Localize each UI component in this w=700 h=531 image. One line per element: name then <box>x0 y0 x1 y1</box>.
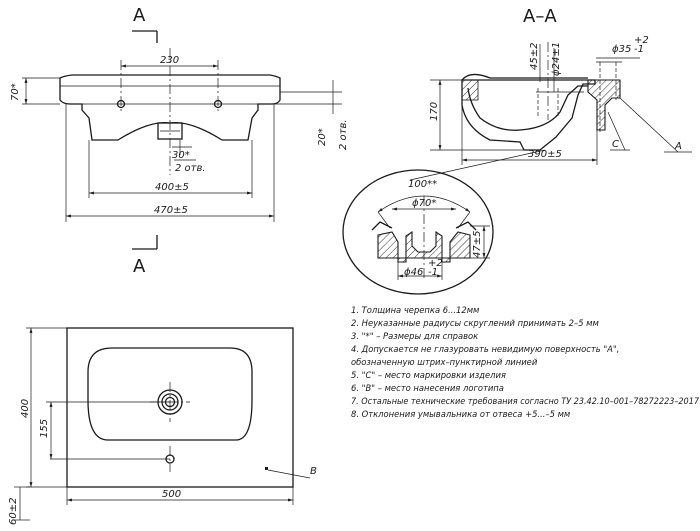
dim-46-tol-up: +2 <box>428 258 443 269</box>
dim-2otv-side: 2 отв. <box>338 119 349 150</box>
dim-470-5: 470±5 <box>154 205 188 216</box>
dim-45-2: 45±2 <box>529 43 540 70</box>
section-basin-profile <box>461 79 596 151</box>
section-mark-bottom: A <box>133 256 146 277</box>
note-line: 2. Неуказанные радиусы скруглений приним… <box>351 318 599 328</box>
section-view: A–A 45±2 ϕ24±1 ϕ35 +2 -1 170 <box>409 6 692 181</box>
dim-170: 170 <box>429 102 440 121</box>
dim-400-plan: 400 <box>20 399 31 418</box>
section-mark-top: A <box>133 5 146 26</box>
plan-bowl <box>87 347 253 441</box>
mark-c: C <box>612 139 619 150</box>
plan-outline <box>66 327 294 488</box>
note-line: 5. "С" – место маркировки изделия <box>351 370 506 380</box>
note-line: 1. Толщина черепка 6...12мм <box>351 305 479 315</box>
dim-500: 500 <box>162 489 181 500</box>
dim-70-detail: ϕ70* <box>412 198 436 209</box>
dim-20: 20* <box>317 128 328 146</box>
dim-60-2: 60±2 <box>8 498 19 525</box>
note-line: 7. Остальные технические требования согл… <box>351 396 700 406</box>
dim-46-tol-dn: -1 <box>428 267 438 278</box>
dim-2otv-bottom: 2 отв. <box>175 163 206 174</box>
drain-detail: 100** ϕ70* 47±5 ϕ46 +2 -1 <box>342 169 494 295</box>
dim-35: ϕ35 <box>612 44 631 55</box>
technical-notes: 1. Толщина черепка 6...12мм 2. Неуказанн… <box>351 305 700 419</box>
front-view: A A 230 70* 20* 2 отв. <box>10 5 349 277</box>
dim-230: 230 <box>160 55 179 66</box>
dim-24-1: ϕ24±1 <box>551 42 562 76</box>
note-line: 4. Допускается не глазуровать невидимую … <box>351 344 619 354</box>
mark-a: A <box>674 141 682 152</box>
dim-30: 30* <box>172 150 190 161</box>
dim-35-tol-up: +2 <box>634 35 649 46</box>
plan-view: 400 155 500 60±2 B <box>8 327 317 525</box>
dim-70: 70* <box>10 83 21 101</box>
dim-155: 155 <box>39 419 50 438</box>
note-line: 6. "В" – место нанесения логотипа <box>351 383 504 393</box>
dim-390-5: 390±5 <box>528 149 562 160</box>
note-line: 3. "*" – Размеры для справок <box>351 331 478 341</box>
dim-46: ϕ46 <box>404 267 423 278</box>
note-line: 8. Отклонения умывальника от отвеса +5..… <box>351 409 570 419</box>
mark-b: B <box>310 466 317 477</box>
basin-front-outline <box>59 74 281 141</box>
dim-400-5: 400±5 <box>155 182 189 193</box>
section-title: A–A <box>523 6 557 27</box>
dim-100: 100** <box>408 179 437 190</box>
dim-35-tol-dn: -1 <box>634 44 644 55</box>
dim-47-5: 47±5 <box>472 231 483 258</box>
note-line: обозначенную штрих–пунктирной линией <box>351 357 538 367</box>
